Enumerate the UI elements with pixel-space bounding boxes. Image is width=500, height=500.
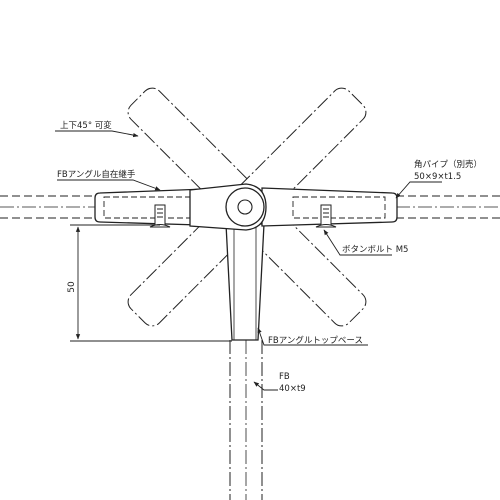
top-base [225,223,265,341]
label-fb-angle-top-base: FBアングルトップベース [268,335,363,346]
joint-hub [189,183,267,231]
label-button-bolt: ボタンボルト M5 [342,245,408,255]
label-tilt-range: 上下45° 可変 [60,120,112,131]
label-square-pipe-title: 角パイプ（別売） [414,159,482,170]
bolt-right [315,204,337,228]
dimension-50-text: 50 [67,281,77,293]
label-fb-size: 40×t9 [279,384,306,394]
leader-lines [55,130,442,391]
bolt-left [149,204,171,228]
label-fb-angle-joint: FBアングル自在継手 [57,169,136,180]
label-fb-title: FB [279,372,290,382]
dimension-50 [70,224,232,342]
label-square-pipe-size: 50×9×t1.5 [414,172,461,182]
fb-bar [229,340,263,500]
button-bolts [149,204,337,228]
